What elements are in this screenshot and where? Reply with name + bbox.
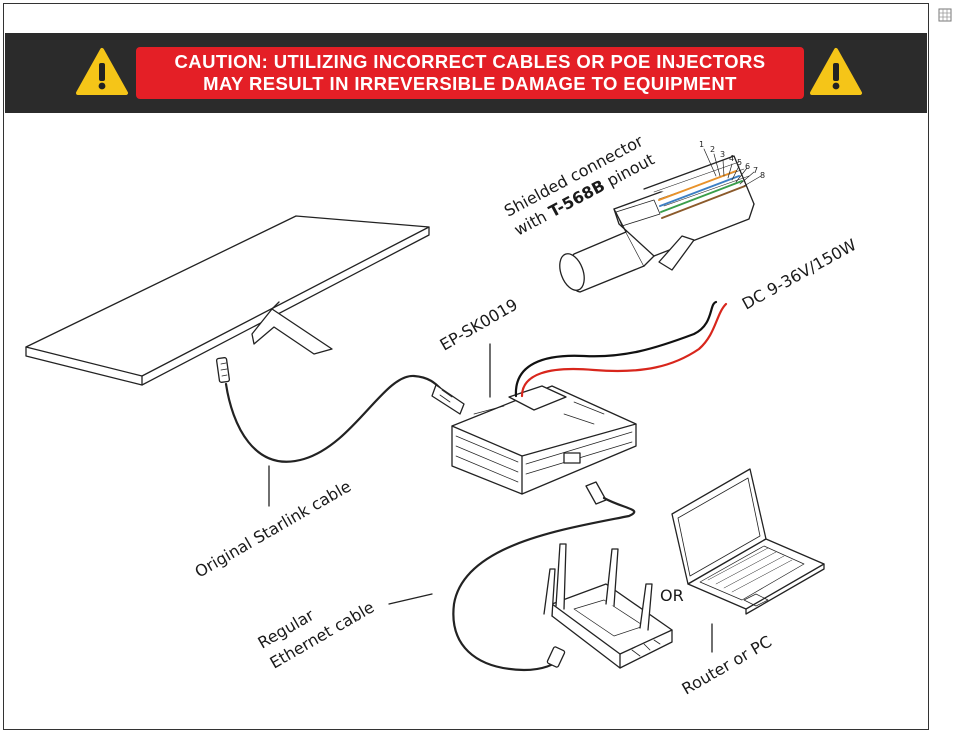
pin-number: 8 bbox=[760, 171, 765, 180]
ep-sk0019-device bbox=[451, 385, 637, 495]
caution-line-2: MAY RESULT IN IRREVERSIBLE DAMAGE TO EQU… bbox=[203, 73, 737, 94]
laptop bbox=[671, 468, 825, 615]
pin-number: 4 bbox=[729, 154, 734, 163]
or-label: OR bbox=[660, 586, 684, 605]
starlink-cable bbox=[215, 357, 465, 463]
shielded-connector bbox=[559, 155, 755, 293]
starlink-dish bbox=[25, 215, 430, 386]
power-label: DC 9-36V/150W bbox=[739, 235, 860, 314]
grid-icon[interactable] bbox=[938, 8, 952, 22]
power-wires bbox=[514, 300, 728, 398]
diagram-frame: CAUTION: UTILIZING INCORRECT CABLES OR P… bbox=[3, 3, 929, 730]
connection-diagram: 1 2 3 4 5 6 7 8 Shielded connector with … bbox=[25, 131, 860, 699]
ethernet-cable bbox=[452, 481, 636, 672]
pin-number: 7 bbox=[753, 166, 758, 175]
caution-message: CAUTION: UTILIZING INCORRECT CABLES OR P… bbox=[136, 47, 804, 99]
router bbox=[543, 543, 673, 669]
connector-wire-stripes bbox=[658, 170, 746, 219]
warning-triangle-icon bbox=[76, 48, 128, 95]
device-label: EP-SK0019 bbox=[437, 295, 521, 355]
caution-line-1: CAUTION: UTILIZING INCORRECT CABLES OR P… bbox=[174, 51, 766, 72]
pin-number: 5 bbox=[737, 158, 742, 167]
router-label: Router or PC bbox=[679, 632, 775, 699]
pin-leader-lines bbox=[703, 148, 762, 187]
caution-banner: CAUTION: UTILIZING INCORRECT CABLES OR P… bbox=[5, 33, 927, 113]
pin-number: 1 bbox=[699, 140, 704, 149]
pin-number: 3 bbox=[720, 150, 725, 159]
warning-triangle-icon bbox=[810, 48, 862, 95]
starlink-cable-label: Original Starlink cable bbox=[192, 477, 355, 582]
ethernet-leader-line bbox=[388, 593, 433, 605]
pin-number: 6 bbox=[745, 162, 750, 171]
pin-number: 2 bbox=[710, 145, 715, 154]
